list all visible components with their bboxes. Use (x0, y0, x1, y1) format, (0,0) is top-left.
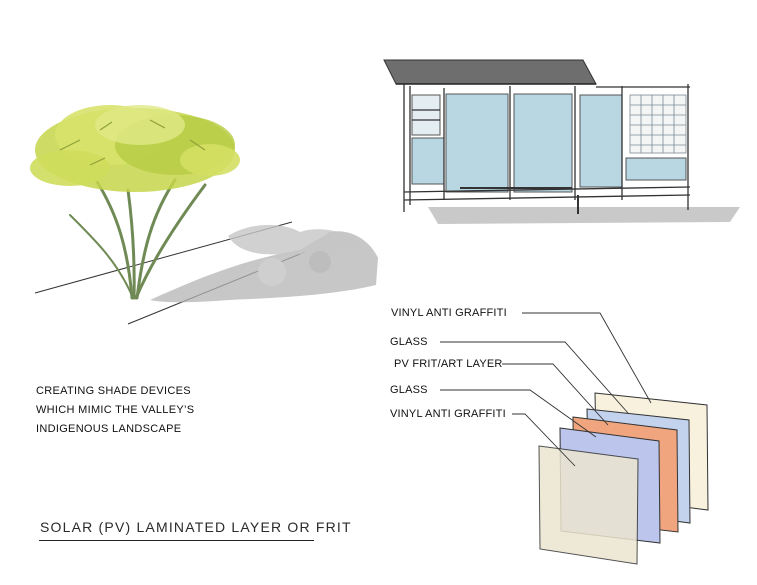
tree-trunk (69, 178, 207, 300)
tree-foliage (30, 105, 240, 192)
shelter-roof (383, 59, 597, 85)
laminate-layer-5 (538, 445, 639, 565)
layer-label-vinyl-inner: VINYL ANTI GRAFFITI (390, 408, 506, 420)
caption-line-1: CREATING SHADE DEVICES (36, 385, 191, 397)
laminate-layers (538, 392, 709, 565)
layer-label-pv-frit: PV FRIT/ART LAYER (394, 358, 503, 370)
shelter-grid-panel (629, 94, 687, 154)
layer-label-glass-inner: GLASS (390, 384, 428, 396)
tree-shadow (150, 224, 378, 303)
layer-label-glass-outer: GLASS (390, 336, 428, 348)
tree-sketch (30, 105, 378, 325)
layer-label-vinyl-outer: VINYL ANTI GRAFFITI (391, 307, 507, 319)
shelter-frame (403, 84, 691, 214)
page-title: SOLAR (PV) LAMINATED LAYER OR FRIT (40, 519, 352, 535)
leader-lines (440, 312, 652, 467)
caption-line-3: INDIGENOUS LANDSCAPE (36, 423, 182, 435)
shelter-shadow (428, 207, 740, 224)
title-underline (39, 540, 314, 541)
caption-line-2: WHICH MIMIC THE VALLEY’S (36, 404, 195, 416)
shelter-sketch (383, 59, 740, 224)
shelter-panels (411, 93, 687, 193)
